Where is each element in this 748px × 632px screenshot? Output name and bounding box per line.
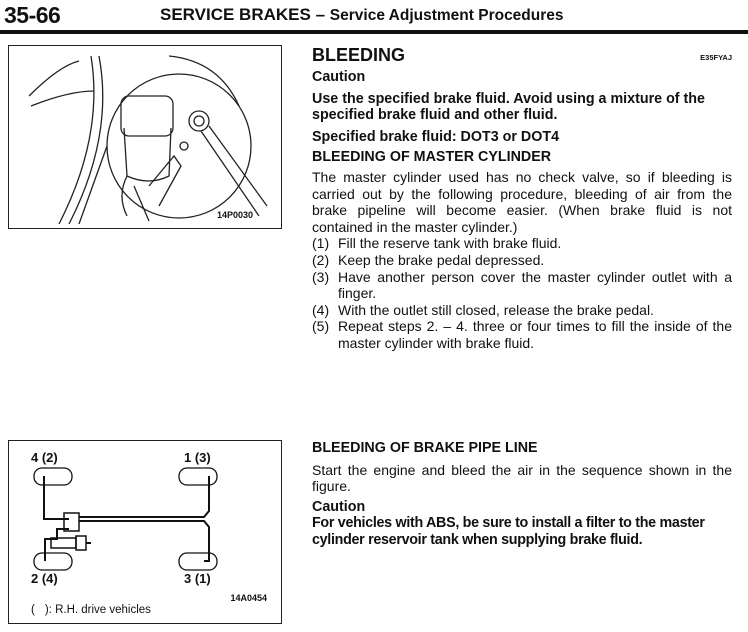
figure-code: 14P0030 (216, 210, 253, 220)
pipe-line-heading: BLEEDING OF BRAKE PIPE LINE (312, 440, 538, 456)
section-code: E35FYAJ (700, 53, 732, 62)
title-separator: – (315, 5, 326, 24)
figure-code: 14A0454 (230, 593, 267, 603)
step-item: (4)With the outlet still closed, release… (312, 301, 654, 318)
page-number: 35-66 (4, 2, 61, 28)
brake-pipe-diagram (33, 467, 218, 571)
wheel-label-rear-left: 2 (4) (31, 571, 58, 586)
bleeding-sequence-figure: 4 (2) 1 (3) 2 (4) 3 (1) 14A0454 (): R.H.… (8, 440, 282, 624)
step-item: (2)Keep the brake pedal depressed. (312, 251, 545, 268)
bleeding-heading: BLEEDING (312, 45, 406, 65)
master-intro: The master cylinder used has no check va… (312, 168, 732, 235)
bleeding-section: BLEEDING E35FYAJ Caution Use the specifi… (312, 44, 732, 352)
master-cylinder-illustration (28, 55, 268, 225)
section-subtitle: Service Adjustment Procedures (329, 7, 564, 24)
master-cylinder-figure: 14P0030 (8, 45, 282, 229)
wheel-label-front-left: 4 (2) (31, 450, 58, 465)
fluid-spec: Specified brake fluid: DOT3 or DOT4 (312, 128, 560, 145)
wheel-label-rear-right: 3 (1) (184, 571, 211, 586)
section-title: SERVICE BRAKES – Service Adjustment Proc… (160, 5, 564, 25)
section-title-main: SERVICE BRAKES (160, 5, 311, 24)
pipe-line-section: BLEEDING OF BRAKE PIPE LINE Start the en… (312, 440, 732, 549)
caution-text: Use the specified brake fluid. Avoid usi… (312, 90, 705, 124)
header-rule (0, 30, 748, 34)
wheel-label-front-right: 1 (3) (184, 450, 211, 465)
caution-label: Caution (312, 69, 366, 85)
step-item: (3)Have another person cover the master … (312, 268, 732, 302)
master-cylinder-heading: BLEEDING OF MASTER CYLINDER (312, 149, 552, 166)
caution-label: Caution (312, 498, 366, 515)
step-item: (1)Fill the reserve tank with brake flui… (312, 235, 562, 252)
step-item: (5)Repeat steps 2. – 4. three or four ti… (312, 318, 732, 351)
pipe-line-text: Start the engine and bleed the air in th… (312, 461, 732, 495)
caution-text: For vehicles with ABS, be sure to instal… (312, 515, 705, 548)
figure-note: (): R.H. drive vehicles (31, 604, 151, 616)
